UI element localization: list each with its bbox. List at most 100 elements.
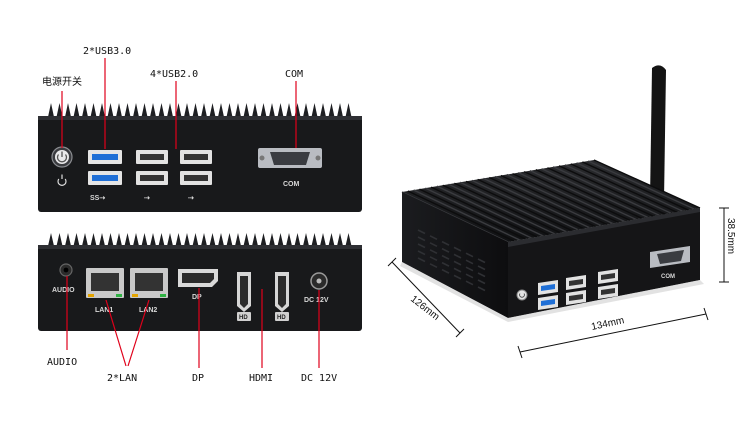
- dc-silk: DC 12V: [304, 297, 329, 304]
- heatsink-fin: [328, 233, 335, 246]
- hd-logo-2: HD: [277, 315, 286, 321]
- heatsink-fin: [465, 180, 573, 232]
- heatsink-fin: [218, 103, 224, 117]
- side-vent-slot: [465, 252, 474, 258]
- displayport: [178, 269, 218, 287]
- side-vent-slot: [453, 260, 462, 266]
- side-vent-slot: [429, 263, 438, 269]
- side-vent-slot: [417, 250, 426, 256]
- heatsink-fin: [235, 103, 241, 117]
- audio-silk: AUDIO: [52, 287, 75, 294]
- dc-label: DC 12V: [301, 373, 337, 384]
- heatsink-fin: [192, 103, 199, 117]
- hd-logo-1: HD: [239, 315, 248, 321]
- heatsink-fin: [320, 233, 326, 246]
- heatsink-fin: [337, 233, 343, 246]
- heatsink-fin: [552, 166, 660, 216]
- heatsink-fin: [133, 103, 139, 117]
- heatsink-fin: [82, 233, 88, 246]
- usb2-ports-right: ⇢: [180, 150, 212, 202]
- heatsink-fin: [167, 233, 173, 246]
- iso-heatsink-fins: [401, 159, 701, 243]
- heatsink-fin: [277, 233, 284, 246]
- front-panel-view: SS⇢ ⇢ ⇢ COM 电源开关 2*USB3.0: [38, 46, 362, 212]
- heatsink-fin: [582, 161, 689, 211]
- heatsink-fin: [124, 103, 131, 117]
- back-heatsink-fins: [48, 233, 352, 246]
- lan1-callout-line: [105, 299, 127, 367]
- heatsink-fin: [564, 164, 672, 214]
- heatsink-fin: [535, 169, 643, 219]
- heatsink-fin: [56, 233, 63, 246]
- lan-port-2: [130, 268, 168, 298]
- side-vent-slot: [477, 286, 486, 292]
- heatsink-fin: [116, 233, 122, 246]
- iso-power-button[interactable]: [516, 289, 528, 301]
- heatsink-fin: [506, 173, 614, 225]
- lan1-silk: LAN1: [95, 307, 113, 314]
- usb3-ports: SS⇢: [88, 150, 122, 202]
- isometric-view: COM 126mm 134mm 38.5mm: [387, 65, 736, 359]
- usb2-label: 4*USB2.0: [150, 69, 198, 80]
- heatsink-fin: [252, 233, 258, 246]
- width-dimension: 134mm: [517, 307, 709, 359]
- heatsink-fin: [209, 103, 216, 117]
- heatsink-fin: [48, 103, 54, 117]
- heatsink-fin: [442, 184, 550, 236]
- side-vent-slot: [465, 266, 474, 272]
- hdmi-label: HDMI: [249, 373, 273, 384]
- side-vent-slot: [477, 272, 486, 278]
- hdmi-port-1: [237, 272, 251, 312]
- heatsink-fin: [150, 233, 156, 246]
- side-vent-slot: [453, 253, 462, 259]
- heatsink-fin: [477, 178, 584, 230]
- side-vent-slot: [465, 259, 474, 265]
- side-vent-slot: [465, 273, 474, 279]
- side-vent-slot: [477, 258, 486, 264]
- lan-port-1: [86, 268, 124, 298]
- side-vent-slot: [417, 257, 426, 263]
- lan-label: 2*LAN: [107, 373, 137, 384]
- heatsink-fin: [158, 103, 165, 117]
- height-label: 38.5mm: [725, 218, 736, 254]
- heatsink-fin: [570, 163, 678, 213]
- lan2-callout-line: [127, 299, 150, 367]
- heatsink-fin: [587, 160, 695, 210]
- heatsink-fin: [286, 233, 292, 246]
- side-vent-slot: [465, 280, 474, 286]
- heatsink-fin: [260, 233, 267, 246]
- heatsink-fin: [459, 181, 567, 233]
- heatsink-fin: [150, 103, 156, 117]
- heatsink-fin: [541, 168, 648, 218]
- heatsink-fin: [65, 233, 71, 246]
- heatsink-fin: [65, 103, 71, 117]
- side-vent-slot: [429, 249, 438, 255]
- heatsink-fin: [82, 103, 88, 117]
- heatsink-fin: [337, 103, 343, 117]
- heatsink-fin: [56, 103, 63, 117]
- heatsink-fin: [593, 159, 701, 209]
- usb2-ports-left: ⇢: [136, 150, 168, 202]
- heatsink-fin: [99, 233, 105, 246]
- lan2-silk: LAN2: [139, 307, 157, 314]
- heatsink-fin: [73, 233, 80, 246]
- heatsink-fin: [226, 103, 233, 117]
- front-heatsink-fins: [48, 103, 352, 117]
- heatsink-fin: [73, 103, 80, 117]
- heatsink-fin: [436, 185, 544, 237]
- wifi-antenna: [650, 65, 666, 200]
- side-vent-slot: [441, 268, 450, 274]
- heatsink-fin: [116, 103, 122, 117]
- side-vent-slot: [453, 246, 462, 252]
- side-vent-slot: [477, 279, 486, 285]
- heatsink-fin: [201, 233, 207, 246]
- heatsink-fin: [345, 233, 352, 246]
- heatsink-fin: [209, 233, 216, 246]
- iso-side-vents: [417, 229, 486, 292]
- heatsink-fin: [184, 233, 190, 246]
- heatsink-fin: [192, 233, 199, 246]
- heatsink-fin: [424, 187, 532, 239]
- side-vent-slot: [429, 256, 438, 262]
- ss-usb-logo: SS⇢: [90, 195, 105, 202]
